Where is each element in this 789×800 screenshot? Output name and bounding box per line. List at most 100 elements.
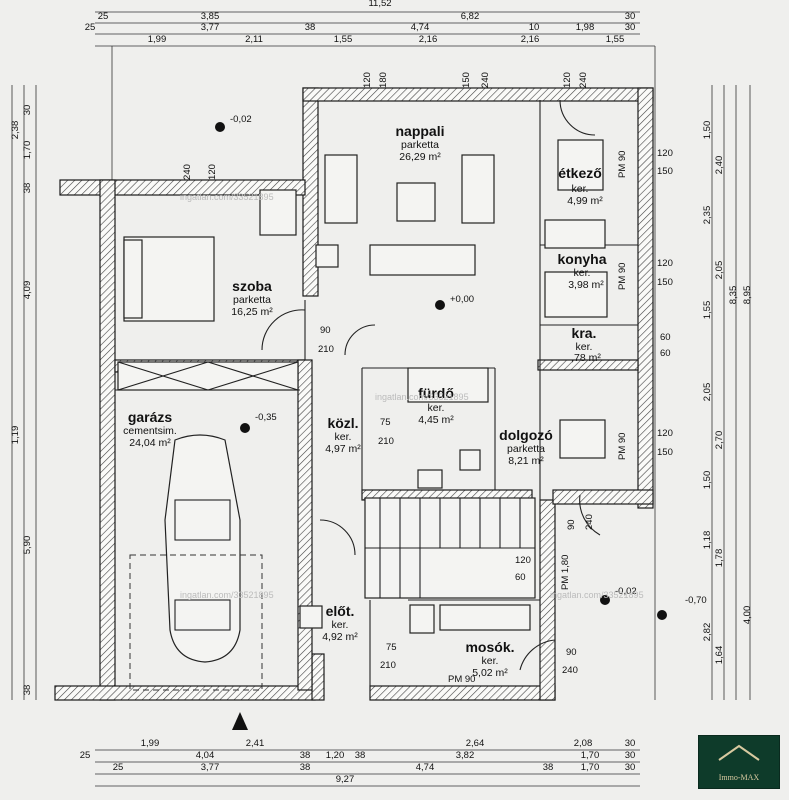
dim-text: 30 xyxy=(22,105,33,116)
dim-text: 120 xyxy=(362,72,373,88)
dim-text: 2,40 xyxy=(714,156,725,175)
level-marker xyxy=(215,122,225,132)
dim-text: 5,90 xyxy=(22,536,33,555)
room-area: 4,97 m² xyxy=(325,443,361,455)
wall-south xyxy=(369,685,556,701)
door-swings xyxy=(261,99,601,671)
dim-text: 3,85 xyxy=(201,11,220,22)
dim-text: 10 xyxy=(529,22,540,33)
dim-text: 9,27 xyxy=(336,774,355,785)
washer-counter xyxy=(439,604,531,631)
dim-text: 1,99 xyxy=(141,738,160,749)
level-label: -0,02 xyxy=(230,114,252,125)
dim-text: 2,41 xyxy=(246,738,265,749)
armchair-right xyxy=(461,154,495,224)
dim-text: 3,82 xyxy=(456,750,475,761)
room-floor: ker. xyxy=(332,619,349,631)
dim-text: 180 xyxy=(378,72,389,88)
dim-text: 25 xyxy=(98,11,109,22)
dim-text: 25 xyxy=(113,762,124,773)
logo-text: Immo-MAX xyxy=(718,773,760,782)
window-height: 60 xyxy=(660,348,671,359)
wall-west xyxy=(99,179,116,701)
dim-text: 38 xyxy=(300,750,311,761)
level-label: -0,70 xyxy=(685,595,707,606)
wall-north xyxy=(302,87,654,102)
right-dimensions: 1,50 2,40 2,35 2,05 1,55 2,05 2,70 1,50 … xyxy=(702,121,753,665)
dim-text: 2,11 xyxy=(245,34,263,45)
dim-text: 2,35 xyxy=(702,206,713,225)
opening-dimensions: 120 180 150 240 120 240 240 120 90 210 7… xyxy=(182,72,673,685)
room-name: mosók. xyxy=(465,639,514,655)
room-floor: ker. xyxy=(428,402,445,414)
bidet xyxy=(459,449,481,471)
door-width: 75 xyxy=(386,642,397,653)
door-height: 240 xyxy=(562,665,578,676)
dim-text: 120 xyxy=(562,72,573,88)
room-floor: ker. xyxy=(482,655,499,667)
dim-text: 4,74 xyxy=(411,22,430,33)
door-width: 90 xyxy=(320,325,331,336)
car xyxy=(164,434,241,663)
level-marker xyxy=(435,300,445,310)
wardrobe xyxy=(117,361,299,391)
room-floor: ker. xyxy=(576,341,593,353)
room-name: konyha xyxy=(557,251,606,267)
stove xyxy=(544,271,608,318)
dim-text: 2,16 xyxy=(521,34,540,45)
window-height: 150 xyxy=(657,166,673,177)
coffee-table xyxy=(396,182,436,222)
level-marker xyxy=(657,610,667,620)
room-name: dolgozó xyxy=(499,427,553,443)
kitchen-sink xyxy=(544,219,606,249)
dim-text: 2,70 xyxy=(714,431,725,450)
room-floor: parketta xyxy=(401,139,439,151)
house-roof-icon xyxy=(718,744,760,761)
wall-study-north xyxy=(537,359,639,371)
bed-pillow xyxy=(123,239,143,319)
door-height: 210 xyxy=(378,436,394,447)
room-area: 24,04 m² xyxy=(129,437,171,449)
dim-text: 8,95 xyxy=(742,286,753,305)
dim-text: 38 xyxy=(22,685,33,696)
left-dimensions: 2,38 1,70 30 38 4,09 1,19 5,90 38 xyxy=(10,105,33,696)
room-floor: ker. xyxy=(574,267,591,279)
dim-text: 120 xyxy=(207,164,218,180)
room-labels: nappali parketta 26,29 m² étkező ker. 4,… xyxy=(123,123,607,679)
room-name: közl. xyxy=(327,415,358,431)
level-label: -0,35 xyxy=(255,412,277,423)
door-height: 210 xyxy=(318,344,334,355)
dim-text: 1,19 xyxy=(10,426,21,445)
dim-text: 30 xyxy=(625,738,636,749)
window-width: 120 xyxy=(657,428,673,439)
bathtub xyxy=(407,367,489,403)
dim-text: 11,52 xyxy=(368,0,391,9)
dim-text: 4,74 xyxy=(416,762,435,773)
room-name: fürdő xyxy=(418,385,454,401)
toilet-laundry xyxy=(409,604,435,634)
pm-label: PM 90 xyxy=(448,674,475,685)
dim-text: 2,82 xyxy=(702,623,713,642)
dim-text: 2,16 xyxy=(419,34,438,45)
dim-text: 1,70 xyxy=(581,762,600,773)
room-name: szoba xyxy=(232,278,272,294)
pm-label: PM 90 xyxy=(617,263,628,290)
door-width: 120 xyxy=(515,555,531,566)
chimney-entry xyxy=(299,605,323,629)
dim-text: 8,35 xyxy=(728,286,739,305)
wall-north-bedroom xyxy=(59,179,306,196)
dim-text: 25 xyxy=(80,750,91,761)
dim-text: 2,64 xyxy=(466,738,485,749)
wall-garage-east xyxy=(297,359,313,691)
room-area: 26,29 m² xyxy=(399,151,441,163)
dim-text: 38 xyxy=(22,183,33,194)
watermark: ingatlan.com/33521895 xyxy=(375,392,469,402)
room-area: 5,02 m² xyxy=(472,667,508,679)
wall-east xyxy=(637,87,654,509)
dim-text: 38 xyxy=(300,762,311,773)
dim-text: 1,99 xyxy=(148,34,167,45)
dim-text: 30 xyxy=(625,762,636,773)
wall-entry xyxy=(311,653,325,701)
watermark: ingatlan.com/33521895 xyxy=(180,192,274,202)
watermark: ingatlan.com/33521895 xyxy=(550,590,644,600)
